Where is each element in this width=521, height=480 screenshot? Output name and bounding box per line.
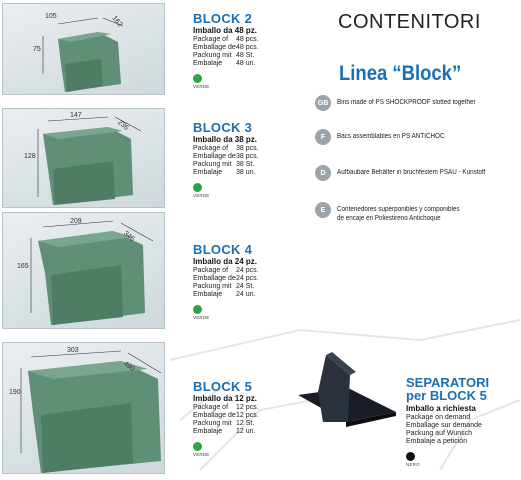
color-swatch bbox=[193, 305, 202, 314]
separator-image bbox=[298, 352, 396, 427]
separator-line: Packung auf Wunsch bbox=[406, 430, 473, 437]
separator-line: Package on demand bbox=[406, 414, 471, 421]
product-imballo: Imballo da 38 pz. bbox=[193, 135, 258, 144]
width-dimension: 105 bbox=[45, 13, 57, 20]
block-3-photo: 147 236 128 bbox=[2, 108, 165, 208]
block-2-photo: 105 162 75 bbox=[2, 3, 165, 95]
page-subtitle: Linea “Block” bbox=[339, 62, 462, 85]
color-label: VERDE bbox=[193, 452, 210, 457]
color-swatch bbox=[193, 74, 202, 83]
product-imballo: Imballo da 24 pz. bbox=[193, 257, 258, 266]
color-label: VERDE bbox=[193, 193, 210, 198]
product-title: BLOCK 5 bbox=[193, 379, 253, 394]
width-dimension: 303 bbox=[67, 347, 79, 354]
height-dimension: 128 bbox=[24, 153, 36, 160]
separator-title: SEPARATORI bbox=[406, 375, 490, 390]
product-title: BLOCK 2 bbox=[193, 11, 253, 26]
separator-block: SEPARATORI per BLOCK 5 Imballo a richies… bbox=[406, 376, 516, 467]
product-title: BLOCK 4 bbox=[193, 242, 253, 257]
color-swatch bbox=[406, 452, 415, 461]
color-label: VERDE bbox=[193, 84, 210, 89]
bin-icon bbox=[30, 220, 154, 325]
product-title: BLOCK 3 bbox=[193, 120, 253, 135]
width-dimension: 209 bbox=[70, 218, 82, 225]
lang-badge: GB bbox=[315, 95, 331, 111]
bin-icon bbox=[20, 350, 162, 473]
lang-badge: D bbox=[315, 165, 331, 181]
lang-row-gb: GB Bins made of PS SHOCKPROOF slotted to… bbox=[315, 95, 515, 111]
product-imballo: Imballo da 12 pz. bbox=[193, 394, 258, 403]
separator-line: Emballage sur demande bbox=[406, 422, 482, 429]
color-label: NERO bbox=[406, 462, 420, 467]
width-dimension: 147 bbox=[70, 112, 82, 119]
bin-icon bbox=[42, 17, 124, 92]
height-dimension: 190 bbox=[9, 389, 21, 396]
lang-badge: E bbox=[315, 202, 331, 218]
lang-text: Contenedores superponibles y componibles… bbox=[337, 206, 460, 222]
separator-line: Embalaje a petición bbox=[406, 438, 468, 445]
lang-row-d: D Aufbaubare Behälter in bruchfestem PSA… bbox=[315, 165, 515, 181]
page-title: CONTENITORI bbox=[338, 11, 481, 33]
lang-row-e: E Contenedores superponibles y componibl… bbox=[315, 202, 515, 223]
lang-text: Bins made of PS SHOCKPROOF slotted toget… bbox=[337, 99, 476, 106]
product-imballo: Imballo da 48 pz. bbox=[193, 26, 258, 35]
separator-title-2: per BLOCK 5 bbox=[406, 388, 487, 403]
separator-imballo: Imballo a richiesta bbox=[406, 404, 476, 413]
block-4-photo: 209 346 165 bbox=[2, 212, 165, 329]
color-swatch bbox=[193, 183, 202, 192]
height-dimension: 165 bbox=[17, 263, 29, 270]
bin-icon bbox=[37, 116, 142, 205]
lang-badge: F bbox=[315, 129, 331, 145]
height-dimension: 75 bbox=[33, 46, 41, 53]
lang-text: Aufbaubare Behälter in bruchfestem PSAU … bbox=[337, 169, 486, 176]
color-swatch bbox=[193, 442, 202, 451]
block-5-photo: 303 490 190 bbox=[2, 342, 165, 474]
lang-row-f: F Bacs assemblables en PS ANTICHOC bbox=[315, 129, 515, 145]
lang-text: Bacs assemblables en PS ANTICHOC bbox=[337, 133, 445, 140]
color-label: VERDE bbox=[193, 315, 210, 320]
